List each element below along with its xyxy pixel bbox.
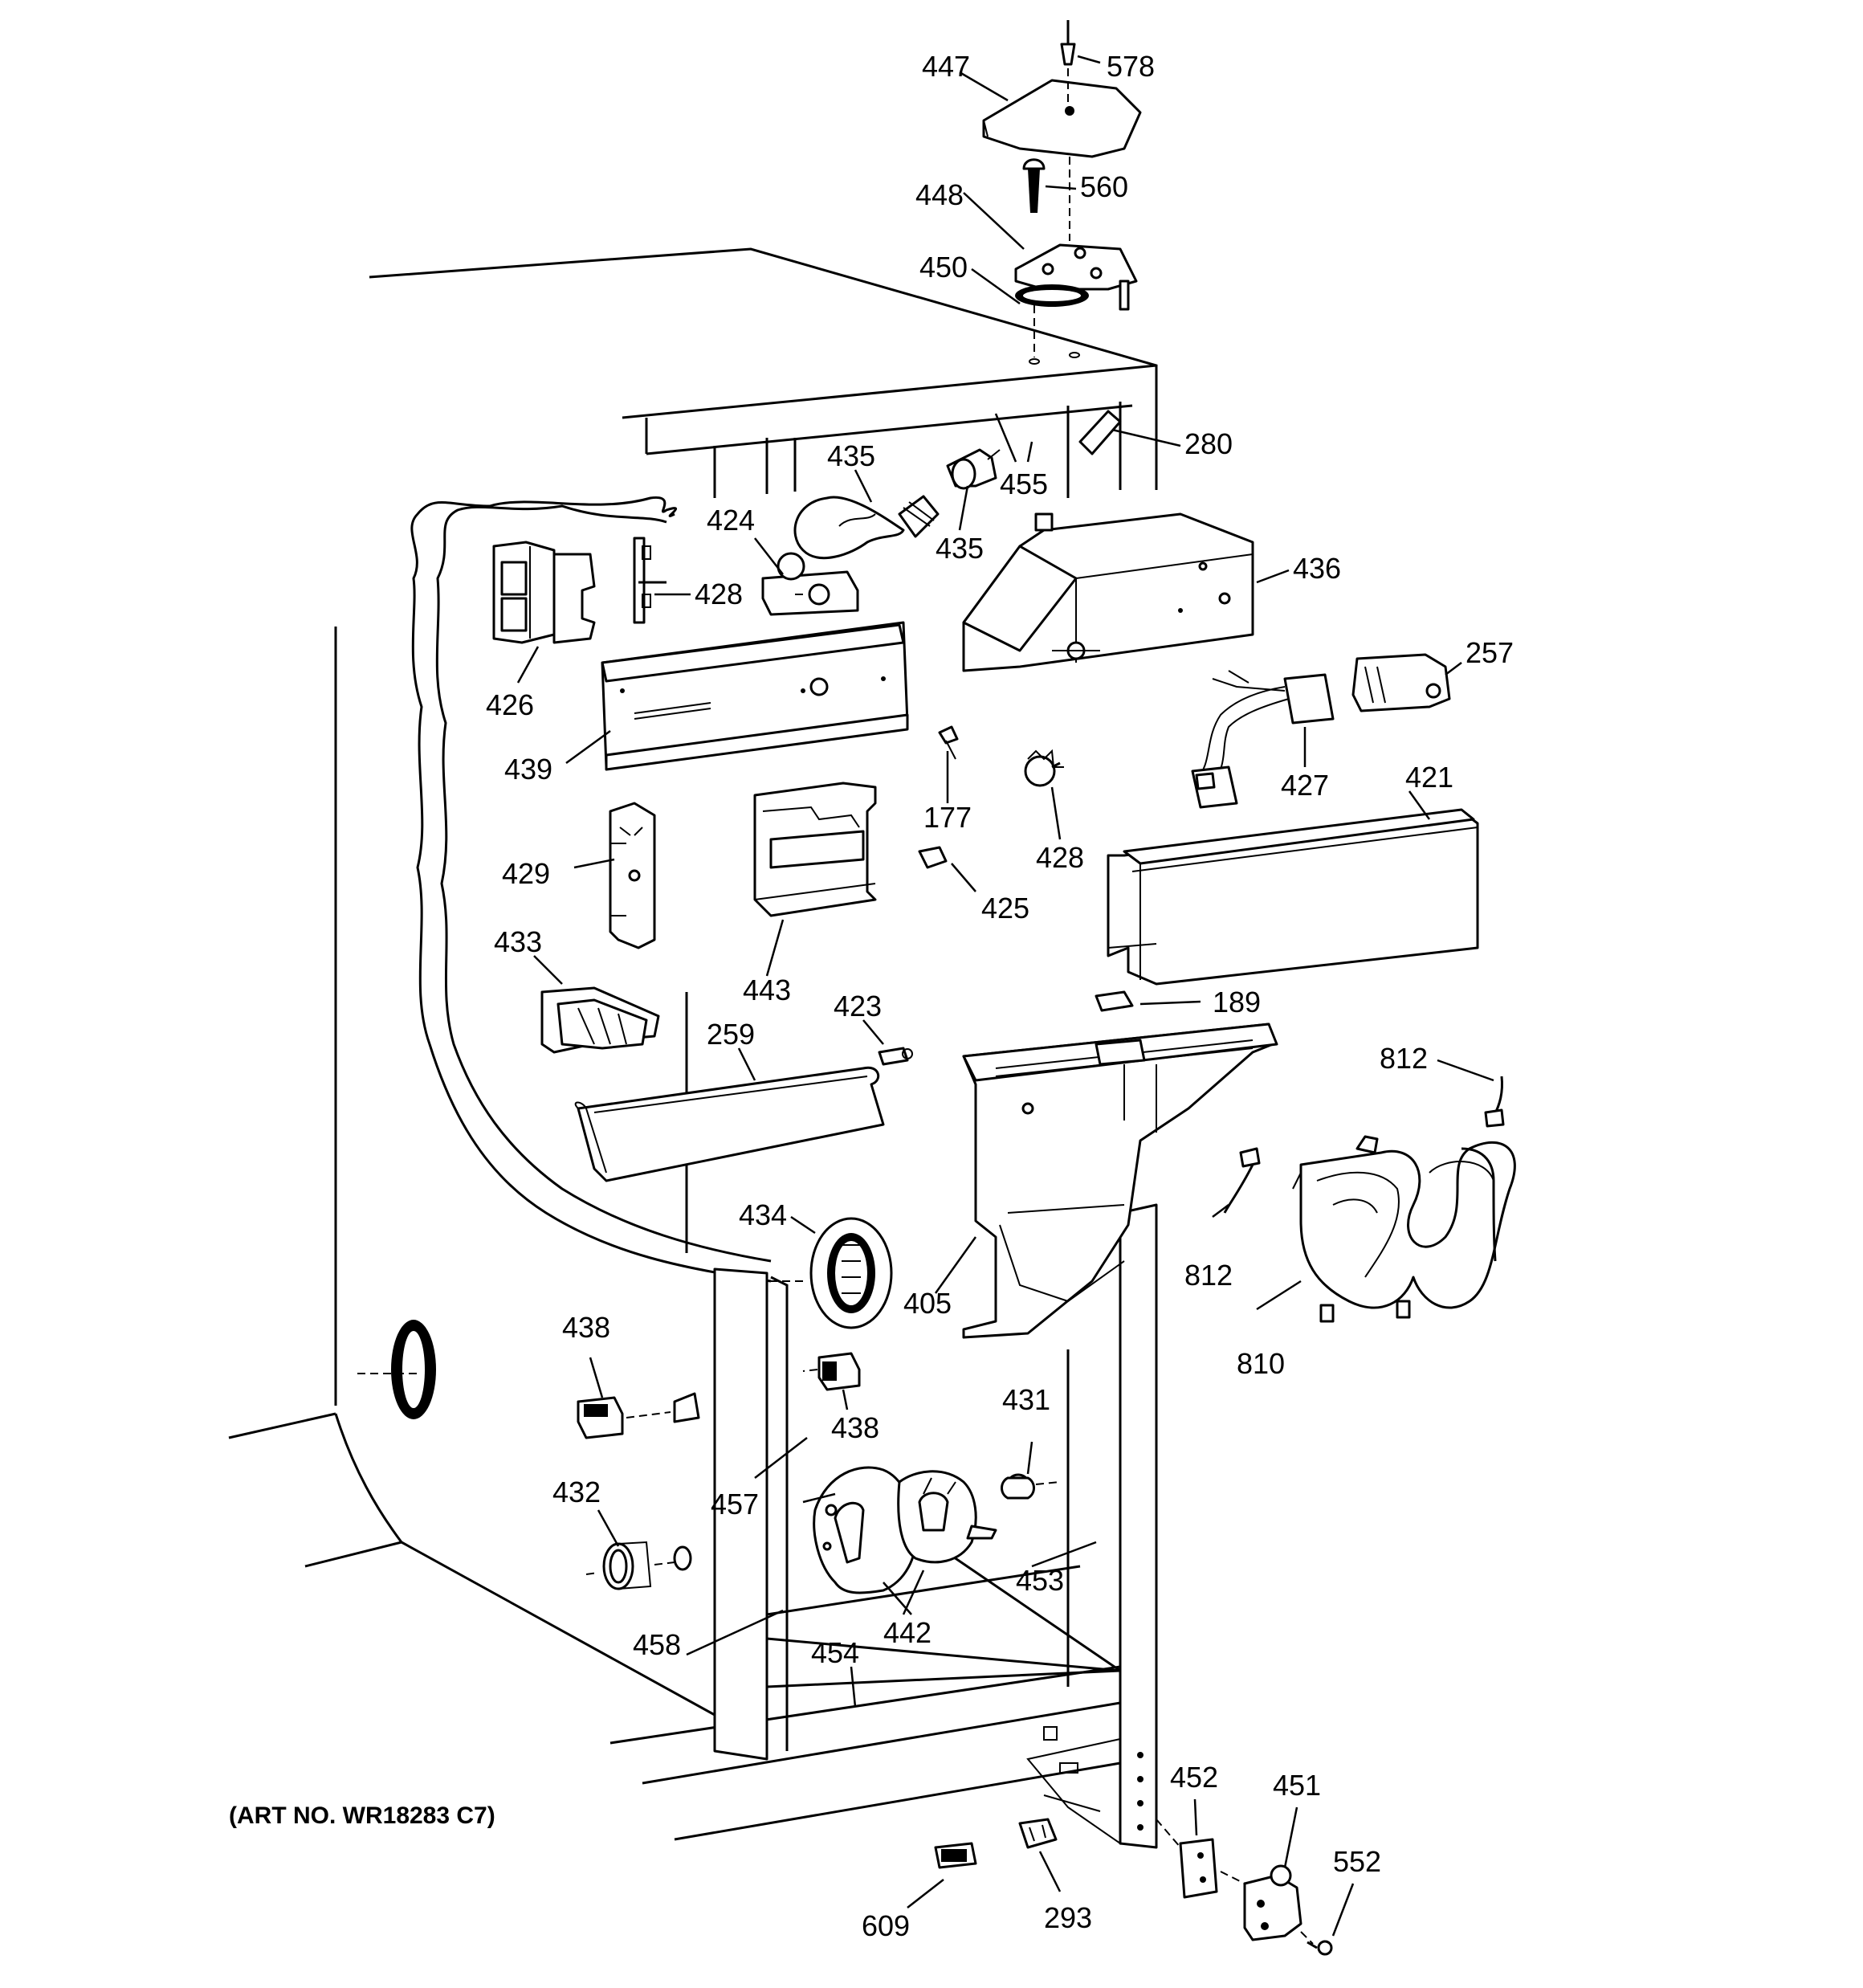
knob-432 xyxy=(585,1541,692,1590)
callout-429: 429 xyxy=(502,857,550,890)
callout-257: 257 xyxy=(1466,636,1514,669)
callout-447: 447 xyxy=(922,50,970,83)
switch-438-left xyxy=(577,1392,700,1439)
callout-424: 424 xyxy=(707,504,755,537)
callout-436: 436 xyxy=(1293,552,1341,585)
tube-812-lower xyxy=(1223,1147,1261,1214)
callout-560: 560 xyxy=(1080,170,1128,203)
callout-439: 439 xyxy=(504,753,552,786)
switch-426 xyxy=(492,541,596,644)
callout-189: 189 xyxy=(1213,986,1261,1018)
callout-177: 177 xyxy=(923,801,972,834)
shim-450 xyxy=(1015,284,1089,365)
hinge-451 xyxy=(1220,1864,1314,1945)
callout-428-bracket: 428 xyxy=(695,578,743,610)
callout-434: 434 xyxy=(739,1198,787,1231)
bracket-428 xyxy=(633,537,667,624)
callout-labels: 447 578 448 560 450 280 435 435 455 424 … xyxy=(486,50,1514,1942)
callout-578: 578 xyxy=(1107,50,1155,83)
callout-443: 443 xyxy=(743,974,791,1006)
callout-455: 455 xyxy=(1000,467,1048,500)
lamp-socket-435 xyxy=(946,448,1001,490)
callout-458: 458 xyxy=(633,1628,681,1661)
callout-293: 293 xyxy=(1044,1901,1092,1934)
callout-428-knob: 428 xyxy=(1036,841,1084,874)
fan-433 xyxy=(540,986,660,1054)
callout-438-right: 438 xyxy=(831,1411,879,1444)
switch-438-right xyxy=(802,1352,861,1391)
screw-552 xyxy=(1307,1940,1333,1956)
callout-426: 426 xyxy=(486,688,534,721)
leader-lines xyxy=(516,55,1494,1937)
art-number: (ART NO. WR18283 C7) xyxy=(229,1802,495,1829)
callout-453: 453 xyxy=(1016,1564,1064,1597)
part-189 xyxy=(1095,990,1134,1012)
callout-451: 451 xyxy=(1273,1769,1321,1802)
clip-609 xyxy=(934,1842,977,1869)
cabinet-torn-edge xyxy=(410,496,772,1283)
screw-560 xyxy=(1022,157,1070,241)
callout-552: 552 xyxy=(1333,1845,1381,1878)
callout-609: 609 xyxy=(862,1909,910,1942)
callout-259: 259 xyxy=(707,1018,755,1051)
harness-427 xyxy=(1191,670,1335,809)
callout-812-lower: 812 xyxy=(1184,1259,1233,1292)
dials-442 xyxy=(813,1466,997,1594)
callout-431: 431 xyxy=(1002,1383,1050,1416)
callout-421: 421 xyxy=(1405,761,1453,794)
callout-435-socket: 435 xyxy=(936,532,984,565)
bracket-443 xyxy=(753,782,877,917)
channel-439 xyxy=(601,621,909,771)
screw-578 xyxy=(1060,20,1076,108)
callout-280: 280 xyxy=(1184,427,1233,460)
control-housing-436 xyxy=(962,512,1254,672)
duct-405 xyxy=(962,1023,1278,1339)
callout-432: 432 xyxy=(552,1476,601,1508)
top-hinge-cover-447 xyxy=(982,79,1142,158)
thermostat-424 xyxy=(761,552,859,616)
callout-812-upper: 812 xyxy=(1380,1042,1428,1075)
callout-435-bulb: 435 xyxy=(827,439,875,472)
callout-448: 448 xyxy=(915,178,964,211)
callout-810: 810 xyxy=(1237,1347,1285,1380)
callout-442: 442 xyxy=(883,1616,932,1649)
knob-428 xyxy=(1024,749,1064,787)
callout-425: 425 xyxy=(981,892,1029,925)
part-280 xyxy=(1078,410,1122,455)
callout-405: 405 xyxy=(903,1287,952,1320)
light-bulb-435 xyxy=(793,495,940,559)
callout-438-left: 438 xyxy=(562,1311,610,1344)
screw-177 xyxy=(938,725,959,760)
callout-454: 454 xyxy=(811,1636,859,1669)
cover-421 xyxy=(1107,808,1479,986)
lens-434 xyxy=(771,1217,893,1329)
hinge-448 xyxy=(1014,243,1138,311)
callout-457: 457 xyxy=(711,1488,759,1521)
heater-810 xyxy=(1292,1135,1516,1323)
callout-433: 433 xyxy=(494,925,542,958)
callout-427: 427 xyxy=(1281,769,1329,802)
knob-431 xyxy=(1001,1473,1061,1500)
callout-450: 450 xyxy=(919,251,968,284)
cover-259 xyxy=(574,1066,885,1182)
callout-452: 452 xyxy=(1170,1761,1218,1794)
clip-293 xyxy=(1018,1818,1058,1849)
clip-425 xyxy=(918,846,948,869)
tube-812-upper xyxy=(1484,1076,1505,1128)
bracket-429 xyxy=(609,802,656,949)
timer-257 xyxy=(1351,653,1451,712)
shim-452 xyxy=(1156,1819,1218,1899)
callout-423: 423 xyxy=(834,990,882,1023)
clip-423 xyxy=(878,1047,913,1066)
